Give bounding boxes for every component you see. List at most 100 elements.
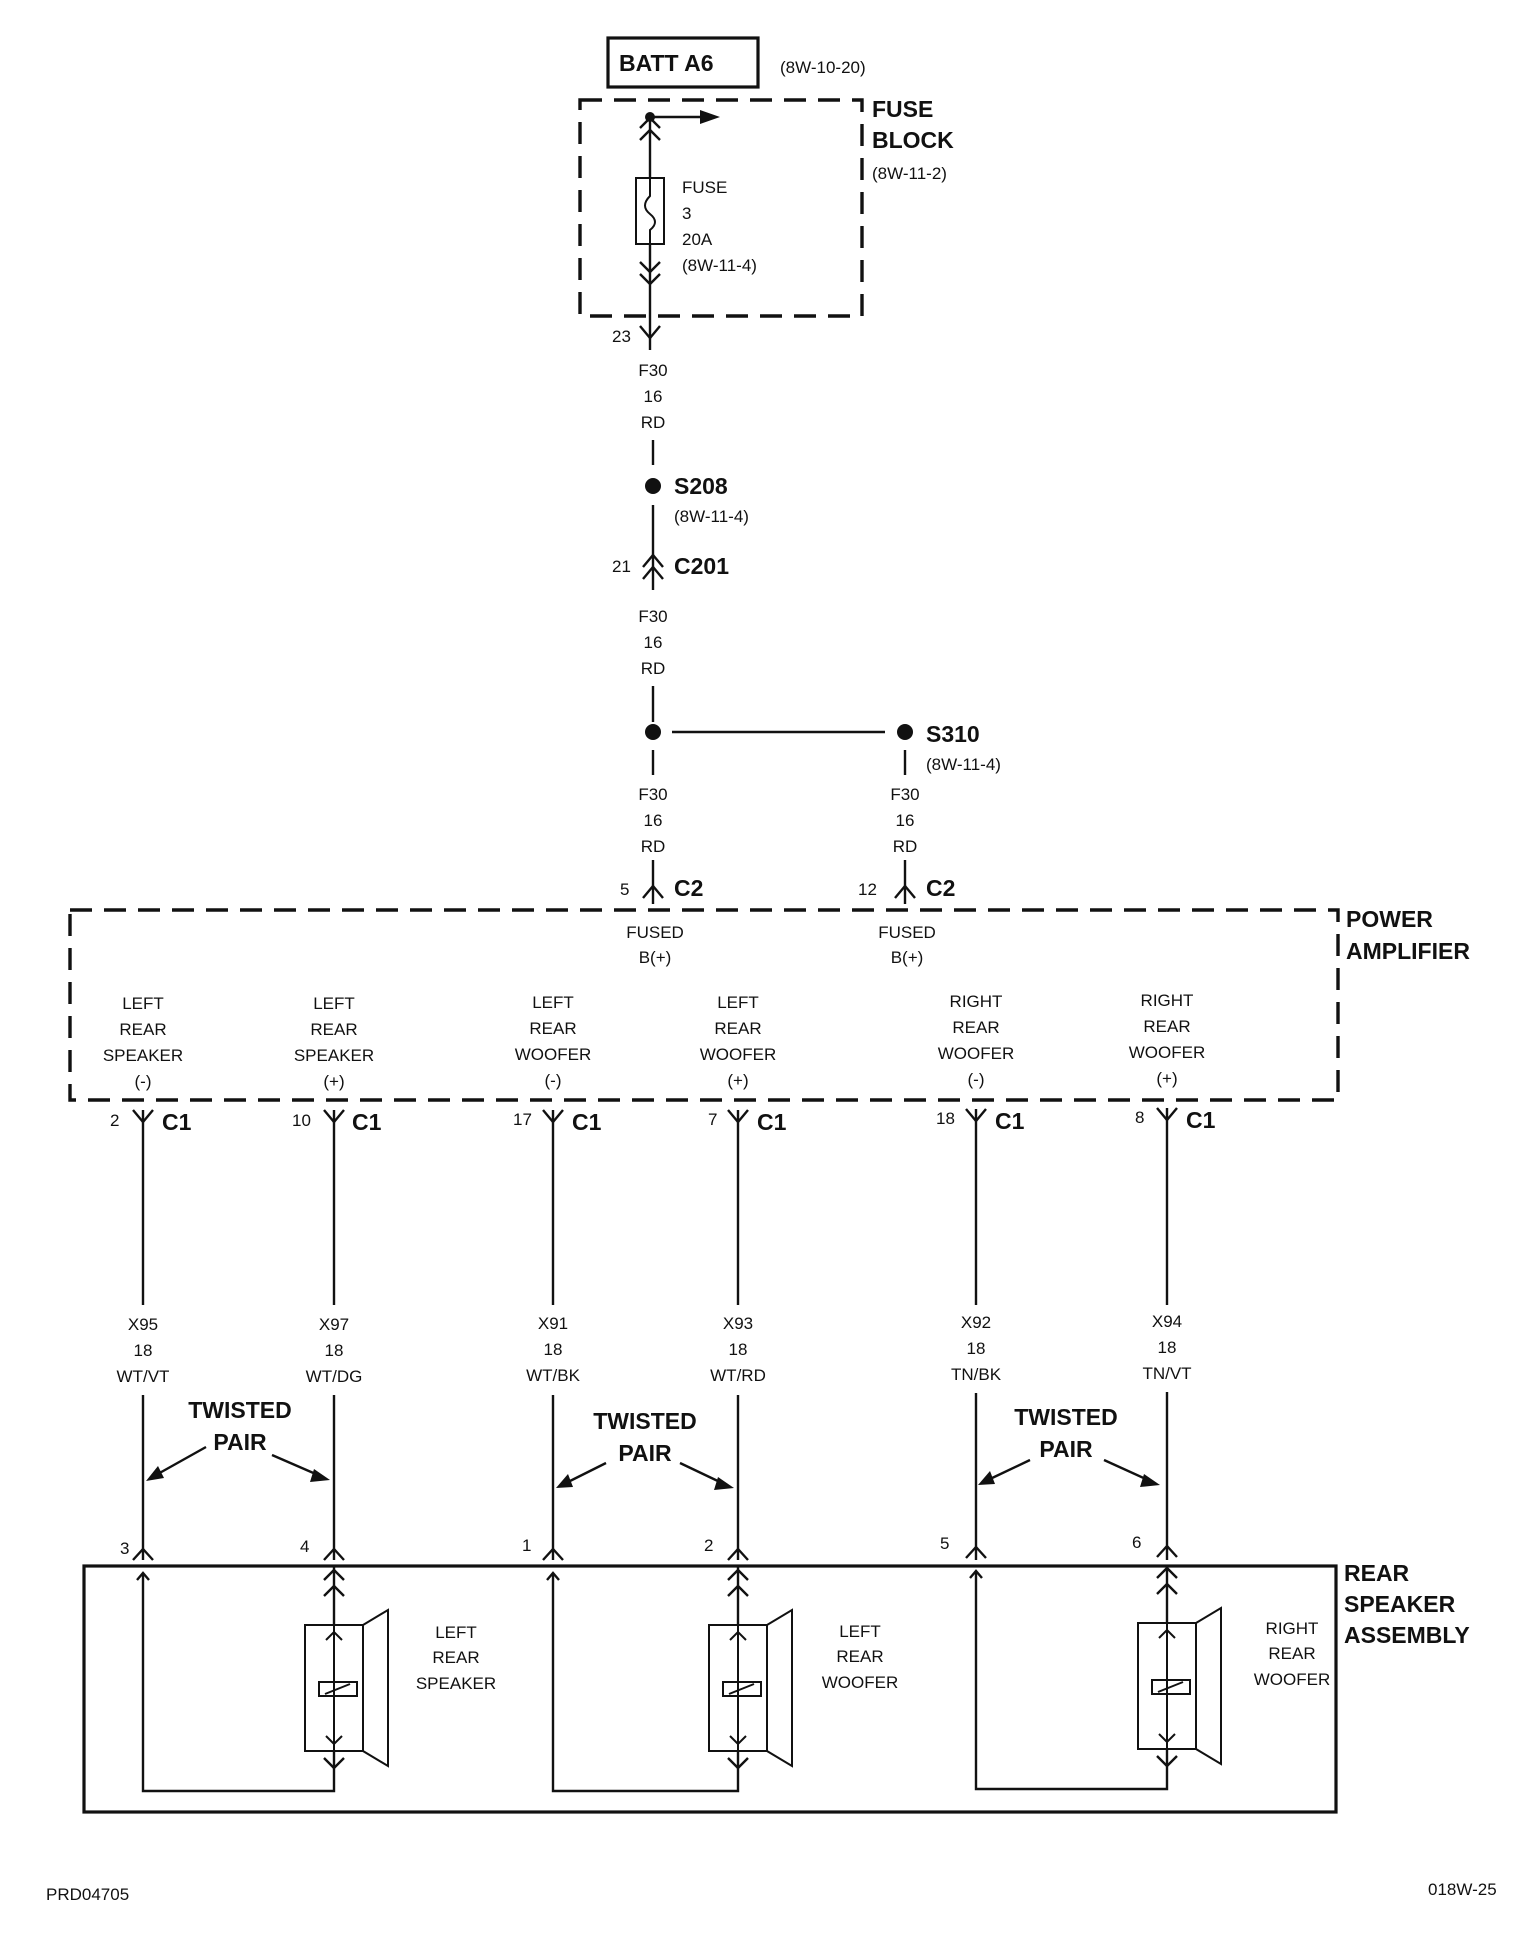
amp-output-label: LEFT [532, 993, 574, 1012]
amp-output-label: WOOFER [700, 1045, 777, 1064]
amp-output-label: SPEAKER [103, 1046, 183, 1065]
wire-circuit: X93 [723, 1314, 753, 1333]
c2-left-fused: FUSED [626, 923, 684, 942]
twisted-pair-label: TWISTED [188, 1397, 292, 1423]
wire-circuit: X95 [128, 1315, 158, 1334]
twisted-pair-label: TWISTED [593, 1408, 697, 1434]
twisted-pair-label: PAIR [213, 1429, 267, 1455]
twisted-pair-label: PAIR [618, 1440, 672, 1466]
c1-name: C1 [572, 1109, 602, 1135]
c2-left-name: C2 [674, 875, 703, 901]
speaker-cone-icon [362, 1608, 389, 1768]
arrow-right-icon [714, 1477, 734, 1490]
arrow-right-icon [1140, 1474, 1160, 1487]
wire-circuit: F30 [638, 607, 667, 626]
fuse-block-title-2: BLOCK [872, 127, 954, 153]
fuse-block-outline [578, 98, 864, 318]
c1-pin: 10 [292, 1111, 311, 1130]
footer-right: 018W-25 [1428, 1880, 1497, 1899]
wire-gauge: 18 [1158, 1338, 1177, 1357]
amp-output-label: (+) [1156, 1069, 1177, 1088]
wire-color: WT/DG [306, 1367, 363, 1386]
junction-node-icon [645, 724, 661, 740]
wire-circuit: F30 [890, 785, 919, 804]
arrow-left-icon [556, 1474, 573, 1488]
batt-box [606, 36, 760, 89]
fuse-element-icon [644, 178, 656, 244]
wire-color: WT/VT [117, 1367, 170, 1386]
fuse-number: 3 [682, 204, 691, 223]
wire-x93: 7 C1 X93 18 WT/RD [708, 1109, 787, 1560]
wire-circuit: X97 [319, 1315, 349, 1334]
speaker-label: REAR [836, 1647, 883, 1666]
speaker-pin: 4 [300, 1537, 309, 1556]
c1-pin: 18 [936, 1109, 955, 1128]
rear-assembly-title-2: SPEAKER [1344, 1591, 1456, 1617]
wire-gauge: 18 [729, 1340, 748, 1359]
amp-output-label: (-) [135, 1072, 152, 1091]
amp-output-left-rear-speaker-neg: LEFT REAR SPEAKER (-) [103, 994, 183, 1091]
amp-output-label: (-) [968, 1070, 985, 1089]
wire-x94: 8 C1 X94 18 TN/VT [1135, 1107, 1216, 1560]
speaker-label: SPEAKER [416, 1674, 496, 1693]
c1-name: C1 [757, 1109, 787, 1135]
speaker-pin: 1 [522, 1536, 531, 1555]
twisted-pair-1: TWISTED PAIR [146, 1397, 330, 1482]
rear-assembly-title-1: REAR [1344, 1560, 1410, 1586]
speaker-pin: 6 [1132, 1533, 1141, 1552]
wire-circuit: F30 [638, 785, 667, 804]
arrow-left-icon [146, 1466, 164, 1481]
speaker-cone-icon [766, 1608, 793, 1768]
s208-name: S208 [674, 473, 728, 499]
speaker-left-rear-woofer: LEFT REAR WOOFER [546, 1566, 899, 1793]
footer-left: PRD04705 [46, 1885, 129, 1904]
wire-color: RD [641, 659, 666, 678]
wire-color: RD [893, 837, 918, 856]
amp-output-label: REAR [952, 1018, 999, 1037]
speaker-pin: 5 [940, 1534, 949, 1553]
speaker-label: REAR [1268, 1644, 1315, 1663]
wire-gauge: 18 [967, 1339, 986, 1358]
fuse-top-terminal-icon [639, 116, 661, 141]
wire-gauge: 16 [896, 811, 915, 830]
c1-name: C1 [352, 1109, 382, 1135]
amp-output-label: WOOFER [938, 1044, 1015, 1063]
s310-ref: (8W-11-4) [926, 755, 1001, 774]
batt-ref: (8W-10-20) [780, 58, 866, 77]
c2-right-bplus: B(+) [891, 948, 924, 967]
c1-pin: 7 [708, 1110, 717, 1129]
c1-name: C1 [162, 1109, 192, 1135]
wire-circuit: X94 [1152, 1312, 1182, 1331]
speaker-label: REAR [432, 1648, 479, 1667]
wire-gauge: 16 [644, 633, 663, 652]
power-amp-title-2: AMPLIFIER [1346, 938, 1470, 964]
speaker-label: WOOFER [822, 1673, 899, 1692]
amp-output-label: WOOFER [1129, 1043, 1206, 1062]
amp-output-label: LEFT [717, 993, 759, 1012]
wire-x92: 18 C1 X92 18 TN/BK [936, 1108, 1025, 1560]
wire-color: WT/BK [526, 1366, 580, 1385]
amp-output-label: RIGHT [950, 992, 1003, 1011]
amp-output-label: WOOFER [515, 1045, 592, 1064]
wire-x91: 17 C1 X91 18 WT/BK [513, 1109, 602, 1560]
fuse-bottom-terminal-icon [639, 261, 661, 286]
amp-output-columns: LEFT REAR SPEAKER (-) LEFT REAR SPEAKER … [103, 991, 1205, 1091]
amp-output-left-rear-woofer-pos: LEFT REAR WOOFER (+) [700, 993, 777, 1090]
speaker-left-rear-speaker: LEFT REAR SPEAKER [136, 1566, 496, 1793]
fuse-block-title-1: FUSE [872, 96, 933, 122]
connector-c2-left-icon [642, 884, 664, 899]
amp-output-label: REAR [119, 1020, 166, 1039]
rear-assembly-title-3: ASSEMBLY [1344, 1622, 1470, 1648]
amp-output-label: REAR [1143, 1017, 1190, 1036]
arrow-left-icon [978, 1471, 995, 1485]
amp-output-left-rear-woofer-neg: LEFT REAR WOOFER (-) [515, 993, 592, 1090]
bus-continue-arrow [700, 110, 720, 124]
c2-right-fused: FUSED [878, 923, 936, 942]
fuse-ref: (8W-11-4) [682, 256, 757, 275]
wire-color: TN/VT [1142, 1364, 1191, 1383]
wire-gauge: 18 [544, 1340, 563, 1359]
twisted-pair-label: PAIR [1039, 1436, 1093, 1462]
splice-s310-icon [897, 724, 913, 740]
fuse-name: FUSE [682, 178, 727, 197]
amp-output-label: RIGHT [1141, 991, 1194, 1010]
